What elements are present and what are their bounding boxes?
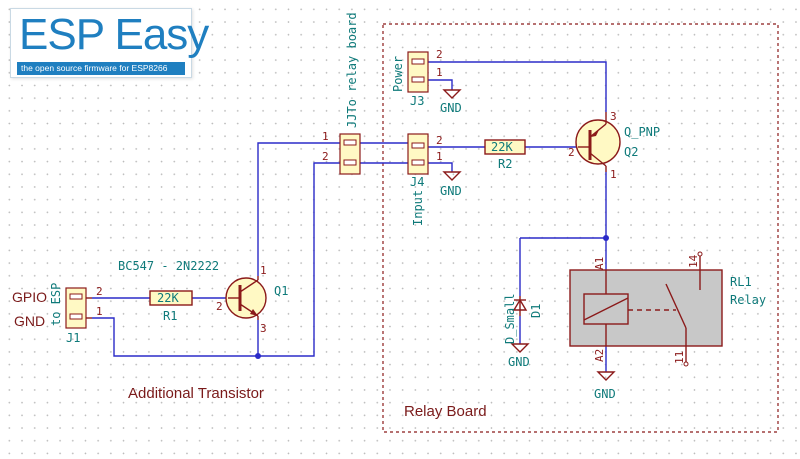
q2-pin2: 2 xyxy=(568,146,575,159)
transistor-q2 xyxy=(575,112,621,172)
j1-ref: J1 xyxy=(66,331,80,345)
connector-j1 xyxy=(65,287,92,329)
connector-j4 xyxy=(407,133,429,175)
j3-pin1: 1 xyxy=(436,66,443,79)
j4-ref: J4 xyxy=(410,175,424,189)
gnd-symbol-j4 xyxy=(442,171,462,181)
q1-value: BC547 - 2N2222 xyxy=(118,259,219,273)
relay-board-boundary xyxy=(382,23,779,433)
connector-jj xyxy=(339,133,361,175)
connector-j3 xyxy=(407,51,429,93)
gnd-symbol-j3 xyxy=(442,89,462,99)
rl1-pin-14: 14 xyxy=(687,254,700,268)
j4-value: Input xyxy=(411,190,425,226)
d1-gnd: GND xyxy=(508,355,530,369)
j1-pin2: 2 xyxy=(96,285,103,298)
j1-value: to ESP xyxy=(49,283,63,326)
q1-ref: Q1 xyxy=(274,284,288,298)
junction-dot xyxy=(255,353,261,359)
j3-ref: J3 xyxy=(410,94,424,108)
rl1-pin-a2: A2 xyxy=(593,349,606,362)
q1-pin2: 2 xyxy=(216,300,223,313)
j3-value: Power xyxy=(391,56,405,92)
relay-rl1 xyxy=(569,251,723,367)
relay-board-label: Relay Board xyxy=(404,403,487,420)
j4-pin2: 2 xyxy=(436,134,443,147)
r1-value: 22K xyxy=(157,291,179,305)
transistor-q1 xyxy=(225,276,267,320)
rl1-pin-a1: A1 xyxy=(593,257,606,270)
rl1-ref: RL1 xyxy=(730,275,752,289)
j1-pin1: 1 xyxy=(96,305,103,318)
jj-value: JJTo relay board xyxy=(345,12,359,128)
resistor-r1 xyxy=(149,290,193,306)
diode-d1 xyxy=(512,296,528,316)
j4-pin1: 1 xyxy=(436,150,443,163)
gnd-symbol-relay xyxy=(596,371,616,381)
q1-pin1: 1 xyxy=(260,264,267,277)
q1-pin3: 3 xyxy=(260,322,267,335)
gnd-label: GND xyxy=(14,313,45,329)
r1-ref: R1 xyxy=(163,309,177,323)
logo-subtitle: the open source firmware for ESP8266 xyxy=(17,62,185,75)
resistor-r2 xyxy=(484,139,526,155)
d1-value: D_Small xyxy=(503,293,517,344)
jj-pin2: 2 xyxy=(322,150,329,163)
j3-pin2: 2 xyxy=(436,48,443,61)
junction-dot xyxy=(603,235,609,241)
additional-transistor-label: Additional Transistor xyxy=(128,385,264,402)
j3-gnd: GND xyxy=(440,101,462,115)
gnd-symbol-d1 xyxy=(510,343,530,353)
q2-value: Q_PNP xyxy=(624,125,660,139)
rl1-value: Relay xyxy=(730,293,766,307)
rl1-pin-11: 11 xyxy=(673,351,686,364)
q2-pin1: 1 xyxy=(610,168,617,181)
jj-pin1: 1 xyxy=(322,130,329,143)
gpio-label: GPIO xyxy=(12,289,47,305)
esp-easy-logo: ESP Easy the open source firmware for ES… xyxy=(10,8,209,78)
j4-gnd: GND xyxy=(440,184,462,198)
d1-ref: D1 xyxy=(529,304,543,318)
rl1-gnd: GND xyxy=(594,387,616,401)
logo-title: ESP Easy xyxy=(19,10,209,59)
r2-ref: R2 xyxy=(498,157,512,171)
r2-value: 22K xyxy=(491,140,513,154)
q2-pin3: 3 xyxy=(610,110,617,123)
q2-ref: Q2 xyxy=(624,145,638,159)
